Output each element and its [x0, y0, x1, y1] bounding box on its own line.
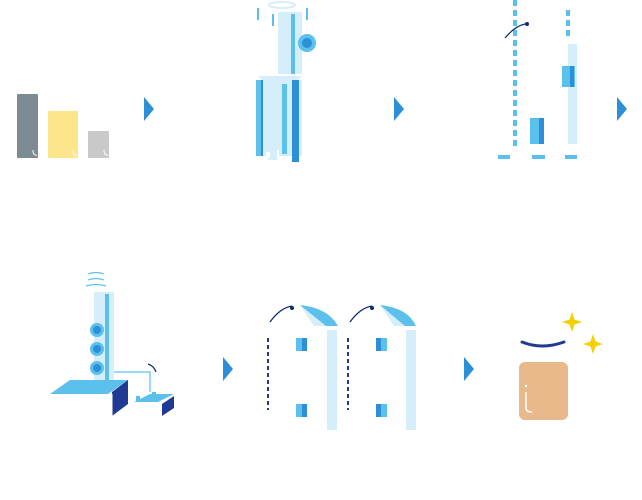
finished-product-icon — [519, 340, 568, 420]
storage-silos-icon — [267, 305, 416, 430]
mixing-tower-icon — [256, 1, 316, 162]
measurement-gauges-icon — [498, 0, 577, 159]
step-finished-product — [519, 312, 603, 420]
arrow-step3-to-step4 — [617, 97, 627, 121]
step-processing — [50, 271, 174, 416]
step-raw-materials — [17, 94, 109, 158]
processing-tower-icon — [50, 271, 174, 416]
arrow-step2-to-step3 — [394, 97, 404, 121]
sparkle-icon — [583, 334, 603, 354]
step-storage — [267, 305, 416, 430]
sparkle-icon — [562, 312, 582, 332]
arrow-step1-to-step2 — [144, 97, 154, 121]
raw-material-bins-icon — [17, 94, 109, 158]
step-mixing — [256, 1, 316, 162]
arrow-step4-to-step5 — [223, 357, 233, 381]
arrow-step5-to-step6 — [464, 357, 474, 381]
step-measuring — [498, 0, 577, 159]
